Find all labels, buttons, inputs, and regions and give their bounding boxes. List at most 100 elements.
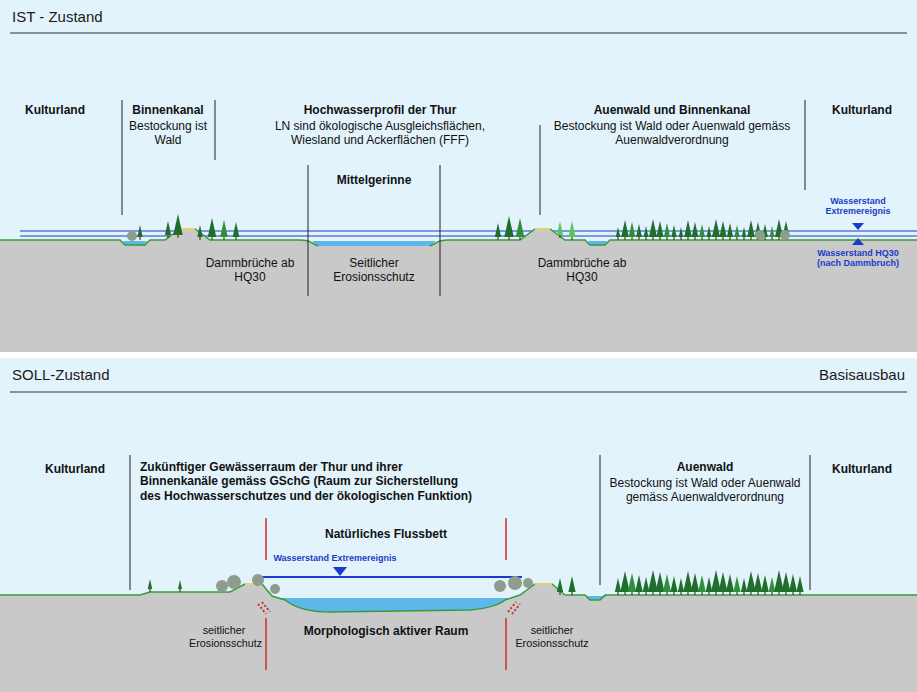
- tree: [220, 220, 228, 237]
- tree: [796, 576, 803, 592]
- tree: [649, 219, 657, 237]
- tree: [741, 578, 747, 592]
- tree: [782, 572, 791, 592]
- panel-heading: SOLL-Zustand: [12, 366, 110, 383]
- tree: [621, 220, 629, 237]
- tree-trunk: [508, 237, 509, 240]
- tree: [746, 571, 755, 592]
- zone-label: Auenwald: [605, 460, 805, 474]
- tree-trunk: [638, 237, 639, 240]
- tree: [557, 221, 563, 235]
- tree: [726, 574, 734, 592]
- tree-trunk: [792, 592, 793, 595]
- bush: [780, 230, 790, 240]
- tree: [636, 224, 642, 237]
- bush: [494, 580, 506, 592]
- bush: [127, 231, 137, 241]
- tree: [568, 576, 575, 592]
- tree-trunk: [771, 237, 772, 240]
- heading-rule: [10, 392, 907, 393]
- dam-crest: [180, 228, 195, 230]
- zone-label: Zukünftiger Gewässerraum der Thur und ih…: [140, 460, 480, 503]
- vegetation-note: Bestockung ist Wald oder Auenwald gemäss…: [605, 476, 805, 505]
- tree-trunk: [764, 237, 765, 240]
- tree-trunk: [149, 589, 150, 592]
- erosion-protection-label: Seitlicher Erosionsschutz: [324, 256, 424, 285]
- tree: [197, 225, 202, 237]
- tree-trunk: [715, 592, 716, 595]
- tree-trunk: [638, 592, 639, 595]
- bush: [508, 576, 522, 590]
- bush: [252, 574, 264, 586]
- tree-trunk: [177, 235, 178, 238]
- state-panel: SOLL-ZustandBasisausbau: [0, 358, 917, 692]
- tree-trunk: [666, 237, 667, 240]
- tree-trunk: [571, 592, 572, 595]
- tree-trunk: [708, 237, 709, 240]
- tree: [628, 573, 637, 592]
- tree: [671, 225, 676, 237]
- tree-trunk: [179, 589, 180, 592]
- tree-trunk: [701, 237, 702, 240]
- tree-trunk: [736, 237, 737, 240]
- tree: [504, 216, 513, 237]
- tree-trunk: [757, 592, 758, 595]
- vegetation-note: Bestockung ist Wald: [128, 119, 208, 148]
- tree: [698, 575, 706, 592]
- tree: [699, 224, 705, 237]
- tree: [656, 572, 665, 592]
- zone-label: Hochwasserprofil der Thur: [250, 103, 510, 117]
- water-level-marker: [852, 223, 864, 230]
- tree: [769, 577, 776, 592]
- water-level-marker: [852, 238, 864, 245]
- tree: [770, 226, 775, 237]
- tree-trunk: [743, 237, 744, 240]
- bush: [755, 230, 765, 240]
- tree-trunk: [736, 592, 737, 595]
- tree-trunk: [673, 592, 674, 595]
- tree: [706, 577, 713, 592]
- tree: [495, 223, 501, 237]
- terrain: [0, 584, 917, 692]
- tree: [165, 221, 171, 235]
- tree: [208, 218, 217, 237]
- section-separators: [122, 100, 805, 296]
- tree-trunk: [715, 237, 716, 240]
- tree-trunk: [687, 592, 688, 595]
- tree: [679, 227, 684, 237]
- tree-trunk: [617, 592, 618, 595]
- tree-trunk: [785, 592, 786, 595]
- water-level-label: Wasserstand Extremereignis: [265, 553, 405, 563]
- bush: [227, 575, 241, 589]
- tree-trunk: [624, 237, 625, 240]
- active-space-label: Morphologisch aktiver Raum: [286, 624, 486, 638]
- tree-trunk: [235, 237, 236, 240]
- tree: [707, 226, 712, 237]
- tree: [747, 220, 755, 237]
- tree-trunk: [519, 237, 520, 240]
- erosion-protection-label: seitlicher Erosionsschutz: [515, 624, 589, 650]
- tree: [719, 572, 728, 592]
- tree: [683, 571, 692, 592]
- tree: [148, 579, 153, 589]
- tree-trunk: [559, 235, 560, 238]
- dam-crest: [535, 583, 552, 585]
- tree-trunk: [199, 237, 200, 240]
- tree-trunk: [666, 592, 667, 595]
- tree: [178, 580, 182, 589]
- tree-trunk: [722, 237, 723, 240]
- dam-breach-note: Dammbrüche ab HQ30: [527, 256, 637, 285]
- tree-trunk: [559, 592, 560, 595]
- tree-trunk: [659, 237, 660, 240]
- land-use-note: LN sind ökologische Ausgleichsflächen, W…: [260, 119, 500, 148]
- vegetation: [127, 214, 804, 595]
- vegetation-note: Bestockung ist Wald oder Auenwald gemäss…: [547, 119, 797, 148]
- tree: [754, 573, 763, 592]
- tree-trunk: [694, 237, 695, 240]
- tree-trunk: [571, 237, 572, 240]
- tree-trunk: [652, 592, 653, 595]
- dam-crest: [535, 228, 550, 230]
- active-space-limits: [266, 518, 506, 670]
- canal-label: Binnenkanal: [128, 103, 208, 117]
- panel-heading: IST - Zustand: [12, 8, 103, 25]
